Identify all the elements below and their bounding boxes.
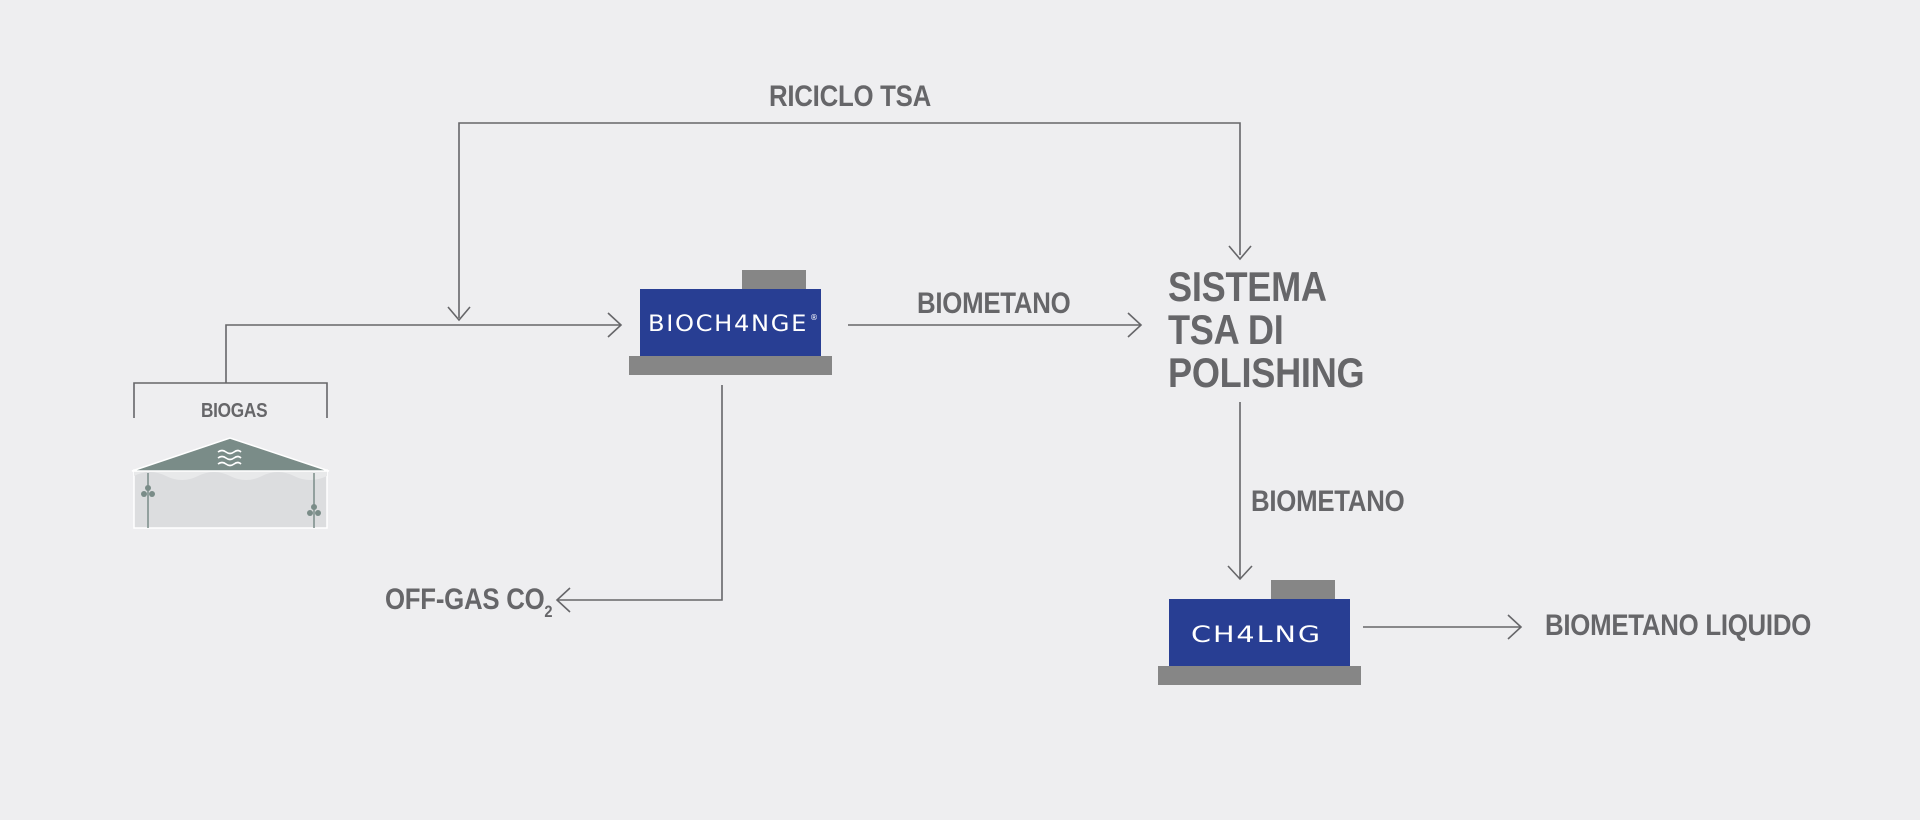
recycle-tsa-label: RICICLO TSA bbox=[769, 80, 932, 113]
tsa-system-line-3: POLISHING bbox=[1168, 349, 1365, 396]
biogas-bracket bbox=[133, 382, 328, 418]
recycle-tsa-line bbox=[458, 122, 1241, 318]
offgas-label-text: OFF-GAS CO bbox=[385, 583, 545, 616]
biogas-feed-arrowhead bbox=[607, 312, 623, 338]
ch4lng-unit: CH4LNG bbox=[1158, 580, 1361, 685]
tsa-inlet-arrowhead bbox=[1228, 245, 1252, 261]
offgas-co2-label: OFF-GAS CO2 bbox=[385, 583, 553, 622]
ch4lng-brand: CH4LNG bbox=[1191, 623, 1322, 648]
biometano-label-2: BIOMETANO bbox=[1251, 485, 1405, 518]
offgas-arrowhead bbox=[555, 587, 571, 613]
biogas-feed-line bbox=[225, 324, 620, 383]
tsa-polishing-system: SISTEMA TSA DI POLISHING bbox=[1168, 263, 1365, 396]
biometano-label-1: BIOMETANO bbox=[917, 287, 1071, 320]
biogas-label: BIOGAS bbox=[201, 400, 268, 422]
biometano-liquido-label: BIOMETANO LIQUIDO bbox=[1545, 609, 1812, 642]
biochange-unit: BIOCH4NGE ® bbox=[629, 270, 832, 375]
biometano-arrowhead-1 bbox=[1127, 312, 1143, 338]
product-arrowhead bbox=[1507, 614, 1523, 640]
recycle-arrowhead-down bbox=[447, 306, 471, 322]
tsa-system-line-2: TSA DI bbox=[1168, 306, 1284, 353]
tsa-system-line-1: SISTEMA bbox=[1168, 263, 1327, 310]
offgas-line bbox=[558, 385, 723, 601]
biochange-brand: BIOCH4NGE bbox=[648, 312, 808, 337]
biogas-digester-icon bbox=[131, 437, 330, 529]
biometano-arrowhead-2 bbox=[1227, 565, 1253, 581]
offgas-subscript: 2 bbox=[544, 602, 553, 621]
registered-mark: ® bbox=[810, 313, 818, 322]
